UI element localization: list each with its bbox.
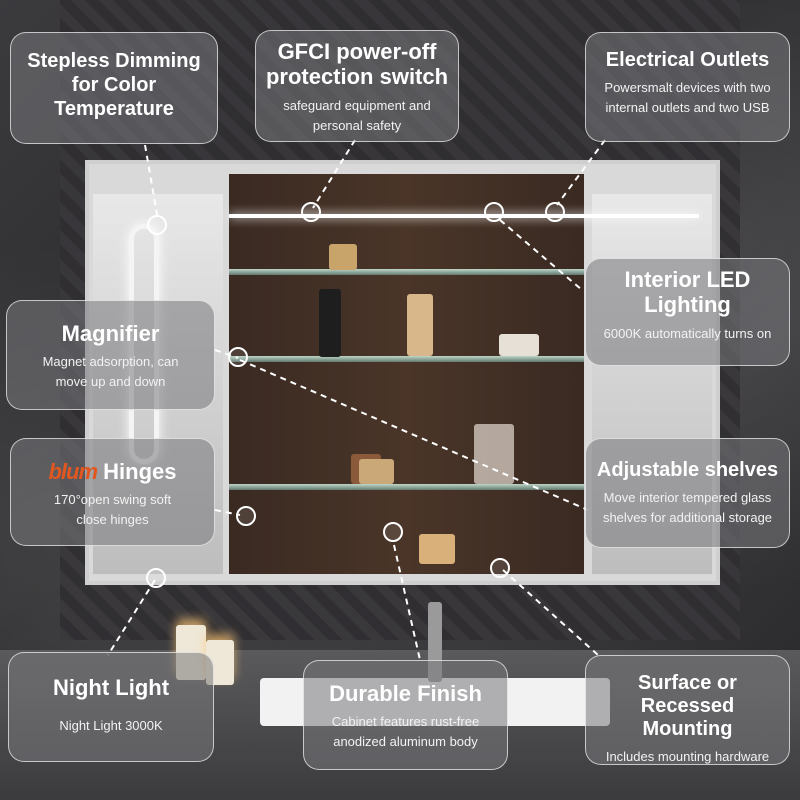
mounting-title: Surface or Recessed Mounting	[638, 672, 737, 740]
night-marker	[146, 568, 166, 588]
magnifier-title: Magnifier	[61, 321, 160, 346]
hinges-title: Hinges	[103, 459, 177, 484]
outlets-title: Electrical Outlets	[605, 49, 770, 71]
shelf-marker	[228, 347, 248, 367]
callout-shelves: Adjustable shelves Move interior tempere…	[585, 438, 790, 548]
jar	[499, 334, 539, 356]
mounting-desc: Includes mounting hardware	[605, 749, 770, 764]
led-marker	[484, 202, 504, 222]
glass-shelf	[229, 269, 584, 275]
hinges-heading: blum Hinges	[19, 459, 206, 484]
shelves-title: Adjustable shelves	[596, 459, 779, 481]
gfci-desc: safeguard equipment and personal safety	[283, 97, 431, 133]
callout-dimming: Stepless Dimming for Color Temperature	[10, 32, 218, 144]
led-desc: 6000K automatically turns on	[603, 325, 772, 341]
hinges-desc: 170°open swing soft close hinges	[53, 492, 172, 528]
magnifier-desc: Magnet adsorption, can move up and down	[42, 354, 179, 390]
gfci-marker	[301, 202, 321, 222]
blum-logo: blum	[48, 459, 98, 484]
outlets-marker	[545, 202, 565, 222]
night-title: Night Light	[52, 675, 170, 700]
callout-gfci: GFCI power-off protection switch safegua…	[255, 30, 459, 142]
callout-hinges: blum Hinges 170°open swing soft close hi…	[10, 438, 215, 546]
night-desc: Night Light 3000K	[59, 718, 163, 734]
callout-outlets: Electrical Outlets Powersmalt devices wi…	[585, 32, 790, 142]
finish-title: Durable Finish	[329, 681, 482, 706]
jar	[419, 534, 455, 564]
finish-desc: Cabinet features rust-free anodized alum…	[331, 714, 480, 750]
gfci-title: GFCI power-off protection switch	[265, 39, 449, 90]
glass-shelf	[229, 356, 584, 362]
bottle	[319, 289, 341, 357]
dimming-marker	[147, 215, 167, 235]
outlets-desc: Powersmalt devices with two internal out…	[604, 80, 771, 116]
shelves-desc: Move interior tempered glass shelves for…	[602, 490, 773, 526]
led-strip	[229, 214, 699, 218]
jar	[359, 459, 394, 484]
hinge-marker	[236, 506, 256, 526]
dimming-title: Stepless Dimming for Color Temperature	[27, 50, 201, 120]
callout-mounting: Surface or Recessed Mounting Includes mo…	[585, 655, 790, 765]
callout-finish: Durable Finish Cabinet features rust-fre…	[303, 660, 508, 770]
led-title: Interior LED Lighting	[624, 267, 751, 318]
cabinet-interior	[229, 174, 584, 574]
jar	[329, 244, 357, 270]
finish-marker	[383, 522, 403, 542]
callout-led: Interior LED Lighting 6000K automaticall…	[585, 258, 790, 366]
callout-night: Night Light Night Light 3000K	[8, 652, 214, 762]
callout-magnifier: Magnifier Magnet adsorption, can move up…	[6, 300, 215, 410]
perfume	[407, 294, 433, 356]
mounting-marker	[490, 558, 510, 578]
glass-shelf	[229, 484, 584, 490]
brush-cup	[474, 424, 514, 484]
